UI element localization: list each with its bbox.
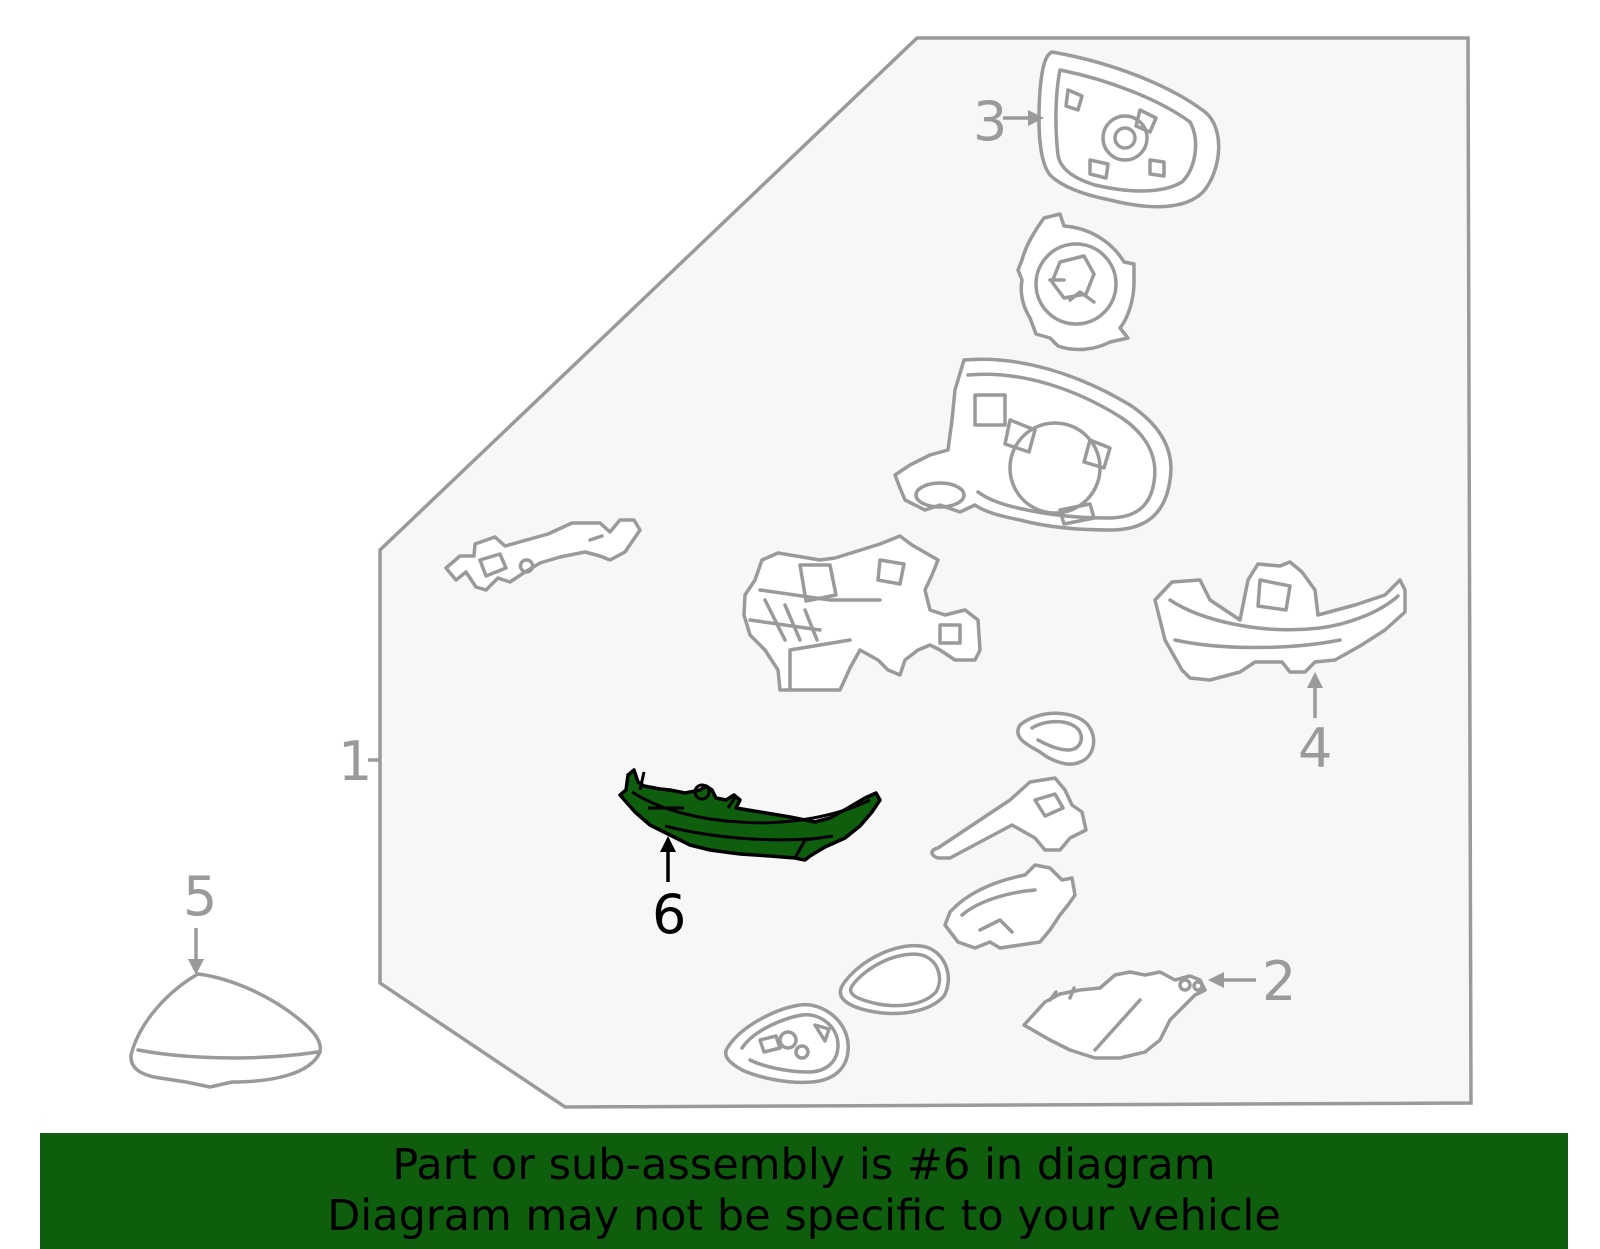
mirror-glass-plain[interactable] [838, 943, 950, 1016]
callout-5: 5 [183, 865, 217, 928]
part-3-mirror-glass[interactable] [1037, 50, 1221, 209]
mirror-glass-heated[interactable] [723, 1003, 850, 1085]
leader-2 [1208, 972, 1256, 988]
small-gasket[interactable] [1016, 711, 1096, 766]
lever-arm[interactable] [930, 776, 1088, 860]
part-2-lower-cover[interactable] [1022, 970, 1207, 1060]
leader-4 [1307, 672, 1323, 718]
banner-line-disclaimer: Diagram may not be specific to your vehi… [327, 1191, 1281, 1241]
callout-3: 3 [973, 90, 1007, 153]
callout-2: 2 [1262, 950, 1296, 1013]
info-banner: Part or sub-assembly is #6 in diagram Di… [40, 1133, 1568, 1249]
banner-line-part: Part or sub-assembly is #6 in diagram [392, 1140, 1216, 1190]
part-5-mirror-cap[interactable] [129, 972, 323, 1089]
leader-3 [1003, 110, 1044, 126]
part-4-turn-signal[interactable] [1153, 560, 1407, 682]
lamp-bracket[interactable] [943, 863, 1077, 950]
leader-5 [188, 928, 204, 975]
small-bracket[interactable] [444, 518, 642, 592]
callout-6: 6 [652, 883, 686, 946]
mirror-base-bracket[interactable] [742, 534, 982, 692]
part-6-highlighted-trim[interactable] [618, 768, 882, 862]
callout-4: 4 [1298, 717, 1332, 780]
leader-6 [660, 836, 676, 882]
callout-1: 1 [338, 730, 372, 793]
mirror-actuator[interactable] [1016, 212, 1136, 352]
mirror-housing-frame[interactable] [893, 357, 1173, 532]
